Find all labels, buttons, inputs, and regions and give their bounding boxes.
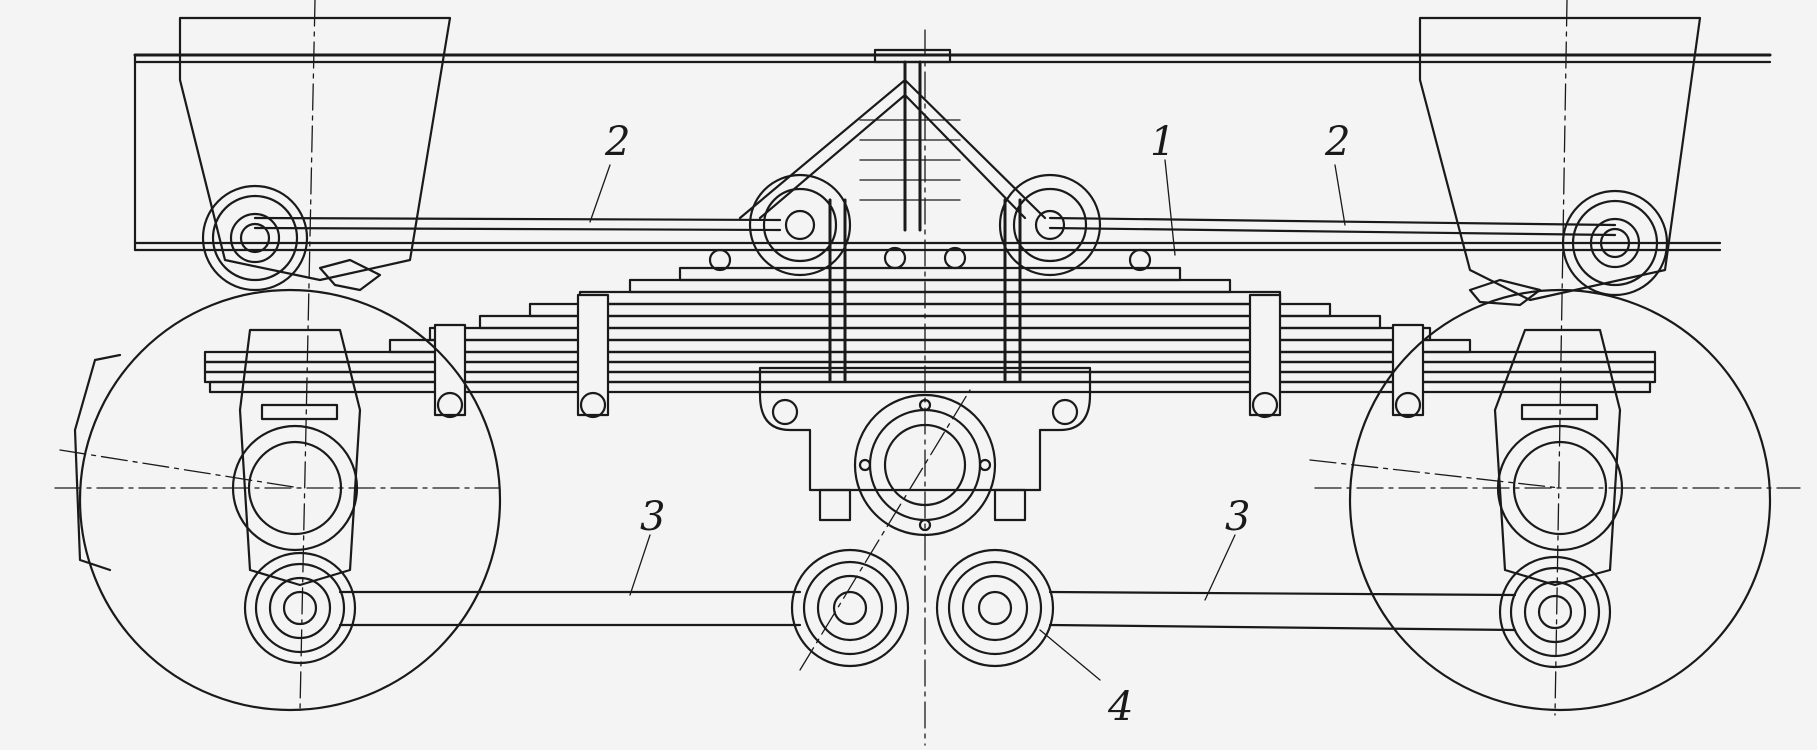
center-bracket [738, 48, 1102, 277]
callout-3-left: 3 [640, 494, 665, 540]
callout-2-left: 2 [604, 119, 630, 165]
center-roller-pair [790, 548, 1055, 668]
callout-2-right: 2 [1324, 119, 1350, 165]
callout-3-right: 3 [1225, 494, 1250, 540]
leader-lines [589, 159, 1346, 681]
chassis-beam [133, 53, 1772, 252]
center-lines [54, 0, 1801, 746]
lower-rods [338, 590, 1517, 632]
left-hanger-bracket [178, 16, 452, 292]
right-hanger-bracket [1418, 16, 1702, 307]
leaf-spring [203, 198, 1657, 419]
upper-rods [253, 216, 1617, 237]
callout-1: 1 [1150, 119, 1175, 165]
callout-4: 4 [1107, 684, 1133, 730]
